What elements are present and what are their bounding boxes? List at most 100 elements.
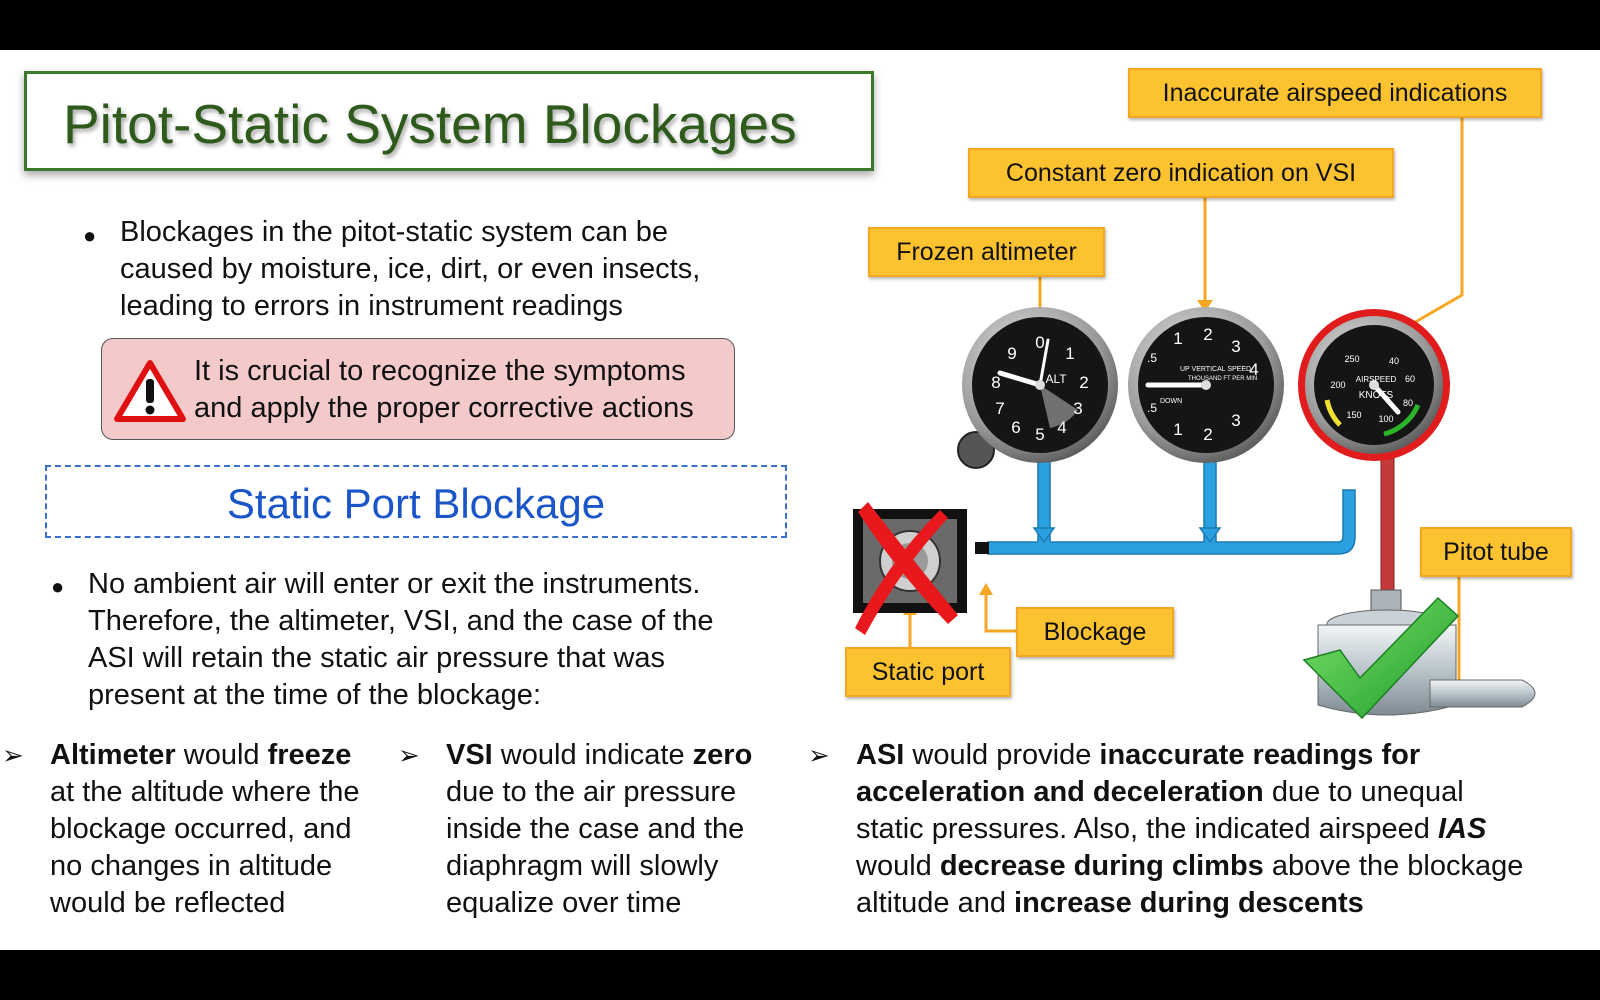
warning-line: and apply the proper corrective actions	[194, 392, 694, 424]
effect-bold: inaccurate readings for	[1099, 739, 1421, 771]
callout-blockage: Blockage	[1016, 607, 1174, 657]
altimeter-digit: 4	[1057, 418, 1066, 437]
vsi-title: UP VERTICAL SPEED	[1180, 366, 1251, 373]
callout-zero-vsi: Constant zero indication on VSI	[968, 148, 1394, 198]
warning-text: It is crucial to recognize the symptoms …	[194, 353, 694, 427]
static-lines	[987, 449, 1356, 555]
vsi-subtitle: THOUSAND FT PER MIN	[1188, 376, 1257, 382]
altimeter-digit: 7	[995, 399, 1004, 418]
asi-digit: 250	[1344, 354, 1359, 364]
asi-title: AIRSPEED	[1356, 375, 1397, 384]
altimeter-digit: 0	[1035, 333, 1044, 352]
altimeter-digit: 1	[1065, 344, 1074, 363]
effect-line: equalize over time	[446, 887, 682, 919]
section-title-box: Static Port Blockage	[45, 465, 787, 538]
connector-blockage	[984, 590, 1016, 633]
asi-digit: 200	[1330, 380, 1345, 390]
effect-text: would indicate	[492, 739, 693, 771]
effect-bold: acceleration and deceleration	[856, 776, 1264, 808]
zero-term: zero	[692, 739, 753, 771]
freeze-term: freeze	[267, 739, 352, 771]
blockage-x-icon	[855, 502, 958, 635]
altimeter-digit: 2	[1079, 373, 1088, 392]
altimeter-digit: 5	[1035, 425, 1044, 444]
effect-bold: decrease during climbs	[939, 850, 1264, 882]
effect-bold: increase during descents	[1014, 887, 1364, 919]
asi-digit: 100	[1378, 414, 1393, 424]
vsi-down-label: DOWN	[1160, 398, 1182, 405]
title-box: Pitot-Static System Blockages	[24, 71, 874, 171]
vsi-digit: 1	[1173, 420, 1182, 439]
effect-text: would	[856, 850, 940, 882]
bullet-dot: ●	[51, 574, 65, 599]
vsi-digit: 4	[1249, 360, 1258, 379]
slide: Pitot-Static System Blockages ● Blockage…	[0, 50, 1600, 950]
effect-line: inside the case and the	[446, 813, 745, 845]
altimeter-gauge: 0 1 2 3 4 5 6 7 8 9 ALT	[957, 307, 1118, 469]
intro-line: caused by moisture, ice, dirt, or even i…	[120, 253, 701, 285]
warning-box: It is crucial to recognize the symptoms …	[101, 338, 735, 440]
callout-inaccurate-airspeed: Inaccurate airspeed indications	[1128, 68, 1542, 118]
asi-digit: 40	[1389, 356, 1399, 366]
blockage-plug	[975, 542, 989, 554]
effect-asi: ASI would provide inaccurate readings fo…	[856, 737, 1523, 922]
effect-text: above the blockage	[1263, 850, 1524, 882]
asi-gauge: AIRSPEED KNOTS 40 60 80 100 150 200 250	[1298, 309, 1450, 461]
bullet-dot: ●	[83, 223, 97, 248]
altimeter-digit: 6	[1011, 418, 1020, 437]
ias-term: IAS	[1437, 813, 1487, 845]
altimeter-digit: 3	[1073, 399, 1082, 418]
vsi-digit: .5	[1147, 401, 1157, 415]
altimeter-label: ALT	[1045, 372, 1067, 386]
altimeter-digit: 9	[1007, 344, 1016, 363]
effect-line: diaphragm will slowly	[446, 850, 719, 882]
vsi-digit: 1	[1173, 329, 1182, 348]
asi-digit: 150	[1346, 410, 1361, 420]
callout-static-port: Static port	[845, 647, 1011, 697]
vsi-term: VSI	[446, 739, 493, 771]
static-bullet-line: Therefore, the altimeter, VSI, and the c…	[88, 605, 714, 637]
vsi-digit: 3	[1231, 411, 1240, 430]
vsi-digit: 2	[1203, 325, 1212, 344]
static-bullet-line: present at the time of the blockage:	[88, 679, 541, 711]
intro-text: Blockages in the pitot-static system can…	[120, 214, 700, 325]
asi-digit: 60	[1405, 374, 1415, 384]
effect-text: altitude and	[856, 887, 1015, 919]
altimeter-digit: 8	[991, 373, 1000, 392]
arrow-bullet-icon: ➢	[808, 740, 830, 770]
effect-line: would be reflected	[50, 887, 286, 919]
effect-line: due to the air pressure	[446, 776, 737, 808]
effect-vsi: VSI would indicate zero due to the air p…	[446, 737, 752, 922]
altimeter-knob	[957, 431, 995, 469]
effect-line: at the altitude where the	[50, 776, 360, 808]
asi-digit: 80	[1403, 398, 1413, 408]
static-bullet-line: ASI will retain the static air pressure …	[88, 642, 666, 674]
section-title: Static Port Blockage	[226, 480, 606, 527]
vsi-digit: 3	[1231, 337, 1240, 356]
vsi-digit: 2	[1203, 425, 1212, 444]
vsi-digit: .5	[1147, 351, 1157, 365]
warning-icon	[114, 360, 186, 422]
warning-line: It is crucial to recognize the symptoms	[194, 355, 686, 387]
effect-line: no changes in altitude	[50, 850, 333, 882]
static-bullet-text: No ambient air will enter or exit the in…	[88, 566, 713, 714]
effect-line: blockage occurred, and	[50, 813, 352, 845]
effect-text: would provide	[904, 739, 1100, 771]
static-bullet-line: No ambient air will enter or exit the in…	[88, 568, 701, 600]
asi-term: ASI	[856, 739, 905, 771]
callout-frozen-altimeter: Frozen altimeter	[868, 227, 1105, 277]
arrow-bullet-icon: ➢	[2, 740, 24, 770]
effect-text: static pressures. Also, the indicated ai…	[856, 813, 1438, 845]
intro-line: leading to errors in instrument readings	[120, 290, 623, 322]
callout-pitot-tube: Pitot tube	[1420, 527, 1572, 577]
check-icon	[1302, 596, 1460, 720]
pitot-static-diagram: 0 1 2 3 4 5 6 7 8 9 ALT UP VERTICAL SPEE…	[853, 118, 1536, 720]
page-title: Pitot-Static System Blockages	[63, 93, 797, 155]
altimeter-term: Altimeter	[50, 739, 176, 771]
effect-text: would	[175, 739, 268, 771]
pitot-line	[1380, 449, 1395, 599]
vsi-gauge: UP VERTICAL SPEED THOUSAND FT PER MIN DO…	[1128, 307, 1284, 463]
asi-unit: KNOTS	[1359, 390, 1394, 401]
arrow-bullet-icon: ➢	[398, 740, 420, 770]
effect-altimeter: Altimeter would freeze at the altitude w…	[50, 737, 360, 922]
